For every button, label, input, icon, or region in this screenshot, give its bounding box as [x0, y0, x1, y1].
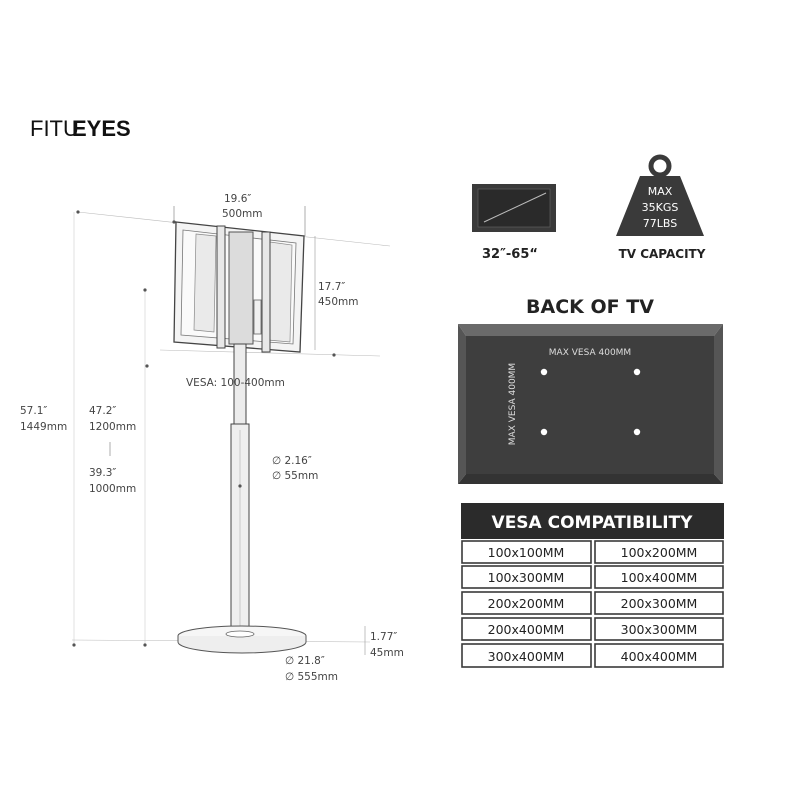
capacity-label: TV CAPACITY	[619, 247, 706, 261]
table-row: 300x400MM 400x400MM	[488, 649, 698, 664]
tv-bevel-bottom	[458, 474, 723, 484]
base-diameter-in-label: ∅ 21.8″	[285, 655, 325, 667]
tv-back-panel	[466, 336, 714, 474]
capacity-kg-label: 35KGS	[642, 201, 679, 214]
brand-logo: FITU EYES	[30, 116, 131, 141]
table-row: 200x200MM 200x300MM	[488, 596, 698, 611]
vesa-table-header	[461, 503, 724, 539]
capacity-max-label: MAX	[648, 185, 673, 198]
mount-panel-right	[267, 241, 293, 343]
vertical-rail-right	[261, 231, 271, 353]
min-height-mm-label: 1000mm	[89, 483, 136, 495]
table-row: 100x300MM 100x400MM	[488, 570, 698, 585]
dimension-labels: 19.6″ 500mm 17.7″ 450mm VESA: 100-400mm …	[20, 193, 404, 683]
pole-diameter-in-label: ∅ 2.16″	[272, 455, 312, 467]
back-of-tv-section: BACK OF TV MAX VESA 400MM MAX VESA 400MM	[458, 296, 723, 484]
max-height-mm-label: 1200mm	[89, 421, 136, 433]
pole-socket	[225, 630, 255, 638]
vesa-cell: 100x400MM	[621, 570, 698, 585]
pole-diameter-mm-label: ∅ 55mm	[272, 470, 318, 482]
vesa-table-grid	[461, 540, 724, 668]
logo-text-right: EYES	[72, 116, 131, 141]
vesa-cell: 300x400MM	[488, 649, 565, 664]
base-diameter-mm-label: ∅ 555mm	[285, 671, 338, 683]
vesa-cell: 100x100MM	[488, 545, 565, 560]
tv-size-section: 32″-65“	[472, 184, 556, 262]
base-height-in-label: 1.77″	[370, 631, 397, 643]
vesa-compatibility-table: VESA COMPATIBILITY 100x100MM 100x200MM 1…	[461, 503, 724, 668]
vesa-mount-holes	[540, 368, 641, 436]
max-height-in-label: 47.2″	[89, 405, 116, 417]
vesa-hole	[633, 428, 641, 436]
mid-guide-line	[159, 349, 381, 357]
vertical-rail-left	[216, 225, 226, 349]
tv-diagonal-line	[483, 192, 547, 223]
capacity-section: MAX 35KGS 77LBS TV CAPACITY	[616, 154, 706, 261]
vesa-vertical-label: MAX VESA 400MM	[508, 363, 518, 445]
vesa-range-label: VESA: 100-400mm	[186, 377, 285, 389]
bracket-knob	[253, 299, 262, 335]
table-row: 100x100MM 100x200MM	[488, 545, 698, 560]
vesa-cell: 100x300MM	[488, 570, 565, 585]
width-in-label: 19.6″	[224, 193, 251, 205]
tv-bevel-left	[458, 324, 466, 484]
vesa-cell: 400x400MM	[621, 649, 698, 664]
vesa-hole	[540, 428, 548, 436]
base-height-mm-label: 45mm	[370, 647, 404, 659]
vesa-hole	[540, 368, 548, 376]
back-of-tv-title: BACK OF TV	[526, 296, 654, 318]
width-mm-label: 500mm	[222, 208, 263, 220]
central-bracket	[228, 231, 254, 345]
min-height-in-label: 39.3″	[89, 467, 116, 479]
vesa-cell: 200x200MM	[488, 596, 565, 611]
tv-size-label: 32″-65“	[482, 247, 538, 262]
vesa-cell: 200x300MM	[621, 596, 698, 611]
tv-bevel-right	[714, 324, 723, 484]
height-mm-label: 450mm	[318, 296, 359, 308]
vesa-table-title: VESA COMPATIBILITY	[492, 513, 694, 533]
total-height-mm-label: 1449mm	[20, 421, 67, 433]
vesa-horizontal-label: MAX VESA 400MM	[549, 348, 631, 358]
base-side	[177, 636, 307, 654]
weight-icon	[616, 154, 704, 236]
height-in-label: 17.7″	[318, 281, 345, 293]
vesa-cell: 300x300MM	[621, 622, 698, 637]
capacity-lbs-label: 77LBS	[643, 217, 677, 230]
tv-bevel-top	[458, 324, 723, 336]
table-row: 200x400MM 300x300MM	[488, 622, 698, 637]
vesa-hole	[633, 368, 641, 376]
mount-panel-left	[193, 233, 217, 333]
dimension-dots	[72, 210, 336, 647]
logo-text-left: FITU	[30, 116, 79, 141]
vesa-cell: 100x200MM	[621, 545, 698, 560]
vesa-cell: 200x400MM	[488, 622, 565, 637]
total-height-in-label: 57.1″	[20, 405, 47, 417]
stand-drawing	[71, 206, 391, 655]
